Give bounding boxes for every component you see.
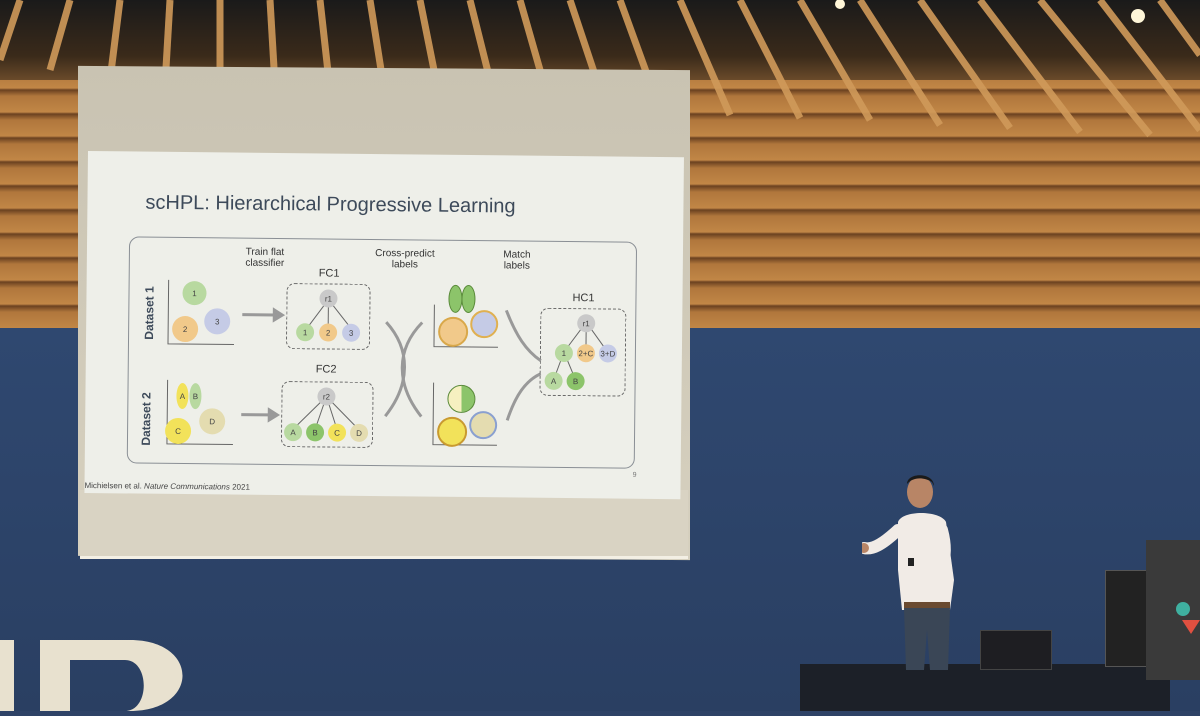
d1-cluster-2: 2 — [172, 316, 198, 342]
d1-cluster-1: 1 — [182, 281, 206, 305]
stage-table — [800, 664, 1170, 711]
side-monitor — [1146, 540, 1200, 680]
fc1-node-2: 2 — [319, 323, 337, 341]
cross-predict-d2-yellow — [437, 417, 467, 447]
equipment-rack — [1105, 570, 1152, 667]
cross-predict-d2-beige — [469, 411, 497, 439]
presentation-slide: scHPL: Hierarchical Progressive Learning… — [84, 151, 684, 499]
fc2-node-c: C — [328, 424, 346, 442]
fc2-node-r2: r2 — [317, 387, 335, 405]
page-number: 9 — [633, 472, 637, 479]
fc2-node-d: D — [350, 424, 368, 442]
hc1-node-1: 1 — [555, 344, 573, 362]
hc1-node-b: B — [567, 372, 585, 390]
laptop — [980, 630, 1052, 670]
hc1-node-3d: 3+D — [599, 344, 617, 362]
cross-predict-d1-orange — [438, 317, 468, 347]
fc1-node-r1: r1 — [319, 289, 337, 307]
hc1-node-2c: 2+C — [577, 344, 595, 362]
fc2-node-a: A — [284, 423, 302, 441]
fc2-node-b: B — [306, 423, 324, 441]
fc1-node-1: 1 — [296, 323, 314, 341]
presenter — [862, 470, 972, 670]
cross-predict-d2-split — [447, 385, 475, 413]
hc1-node-a: A — [545, 372, 563, 390]
hc1-node-r1: r1 — [577, 314, 595, 332]
cross-predict-d1-blue — [470, 310, 498, 338]
d2-cluster-d: D — [199, 408, 225, 434]
fc1-node-3: 3 — [342, 324, 360, 342]
d2-cluster-c: C — [165, 418, 191, 444]
d1-cluster-3: 3 — [204, 308, 230, 334]
stage-logo-letters — [0, 630, 200, 711]
citation: Michielsen et al. Nature Communications … — [84, 481, 250, 492]
screen-bottom-border — [80, 490, 688, 559]
